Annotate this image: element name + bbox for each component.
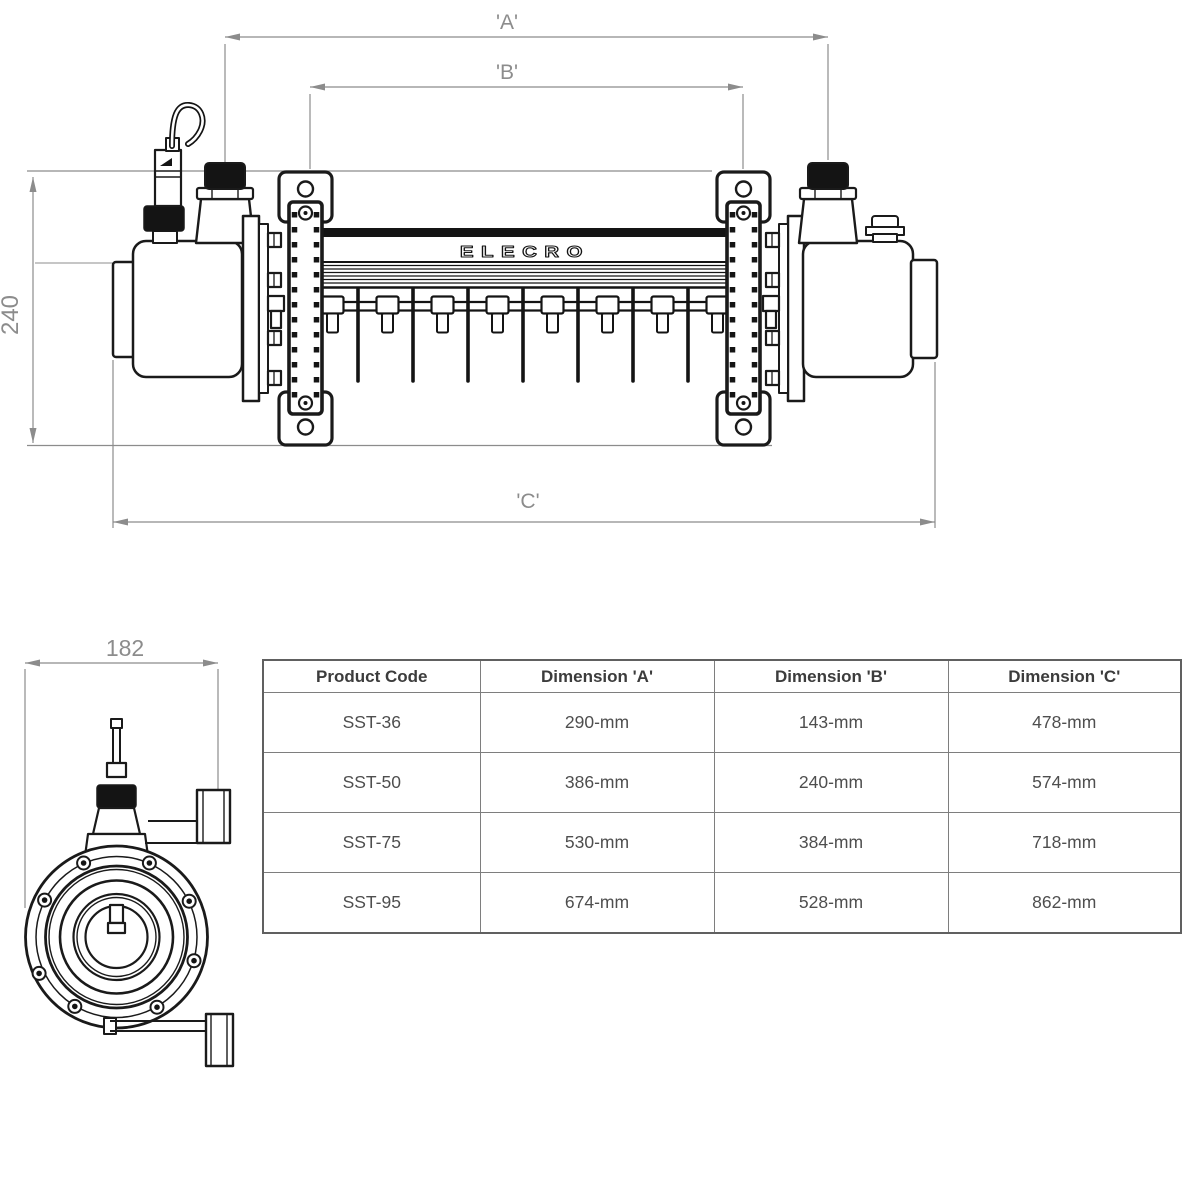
- right-end-cap: [909, 258, 939, 360]
- dim-c-cell: 478-mm: [947, 692, 1182, 753]
- product-code-cell: SST-50: [262, 752, 481, 813]
- right-header: [801, 239, 915, 379]
- dim-240: 240: [0, 170, 772, 447]
- left-bracket: [277, 170, 334, 447]
- tube-bundle: [356, 287, 690, 383]
- left-tube-sheet: [241, 214, 286, 403]
- shell-top-band: [322, 228, 728, 237]
- dim-a-cell: 290-mm: [479, 692, 715, 753]
- fin-stack: [322, 261, 728, 289]
- dim-b-cell: 143-mm: [713, 692, 949, 753]
- spec-table-container: Product Code Dimension 'A' Dimension 'B'…: [262, 659, 1182, 934]
- right-tube-sheet: [761, 214, 806, 403]
- end-view-valve: [83, 718, 150, 858]
- col-header-dim-c: Dimension 'C': [947, 659, 1182, 693]
- col-header-dim-a: Dimension 'A': [479, 659, 715, 693]
- table-row: SST-50 386-mm 240-mm 574-mm: [262, 752, 1182, 813]
- dim-c-cell: 574-mm: [947, 752, 1182, 813]
- right-port: [797, 162, 859, 245]
- left-port: [194, 162, 256, 245]
- right-port-cap: [807, 162, 849, 190]
- end-view-upper-foot: [145, 788, 232, 845]
- dim-240-label: 240: [0, 295, 24, 335]
- vent-plug: [865, 215, 905, 243]
- dim-a: 'A': [224, 11, 829, 162]
- brand-logo: ELECRO: [460, 244, 590, 261]
- dim-182-label: 182: [106, 635, 144, 661]
- dim-a-cell: 674-mm: [479, 872, 715, 934]
- dim-a-label: 'A': [496, 11, 518, 34]
- dim-a-cell: 530-mm: [479, 812, 715, 873]
- end-view-flange: [24, 844, 209, 1030]
- end-view: [24, 718, 235, 1068]
- right-bracket-strap: [725, 200, 762, 416]
- table-row: SST-75 530-mm 384-mm 718-mm: [262, 812, 1182, 873]
- relief-valve-band: [143, 205, 185, 232]
- dim-c-label: 'C': [516, 490, 539, 513]
- dimensions-table: Product Code Dimension 'A' Dimension 'B'…: [262, 659, 1182, 934]
- front-view: ELECRO: [111, 102, 939, 447]
- table-row: SST-95 674-mm 528-mm 862-mm: [262, 872, 1182, 934]
- dim-b: 'B': [309, 61, 744, 169]
- left-port-cap: [204, 162, 246, 190]
- dim-b-cell: 528-mm: [713, 872, 949, 934]
- relief-valve-arrow: [160, 158, 172, 166]
- dim-b-cell: 240-mm: [713, 752, 949, 813]
- product-code-cell: SST-75: [262, 812, 481, 873]
- col-header-product-code: Product Code: [262, 659, 481, 693]
- dimension-annotations: 'A' 'B' 240 'C': [0, 11, 936, 908]
- center-key: [106, 903, 127, 935]
- dim-c-cell: 862-mm: [947, 872, 1182, 934]
- left-header: [131, 239, 244, 379]
- tube-clamps: [320, 295, 730, 334]
- product-code-cell: SST-36: [262, 692, 481, 753]
- dim-a-cell: 386-mm: [479, 752, 715, 813]
- left-bracket-strap: [287, 200, 324, 416]
- right-bracket: [715, 170, 772, 447]
- table-header-row: Product Code Dimension 'A' Dimension 'B'…: [262, 659, 1182, 693]
- end-view-lower-foot: [103, 1012, 235, 1068]
- heat-exchanger-body: ELECRO: [320, 228, 730, 383]
- product-code-cell: SST-95: [262, 872, 481, 934]
- col-header-dim-b: Dimension 'B': [713, 659, 949, 693]
- dim-c-cell: 718-mm: [947, 812, 1182, 873]
- table-row: SST-36 290-mm 143-mm 478-mm: [262, 692, 1182, 753]
- relief-valve: [143, 102, 206, 244]
- dim-182: 182: [24, 635, 219, 908]
- hook-inner: [170, 103, 204, 148]
- dim-c: 'C': [112, 360, 936, 528]
- dim-b-cell: 384-mm: [713, 812, 949, 873]
- flange-bolts: [31, 855, 202, 1015]
- left-end-cap: [111, 260, 137, 359]
- dim-b-label: 'B': [496, 61, 518, 84]
